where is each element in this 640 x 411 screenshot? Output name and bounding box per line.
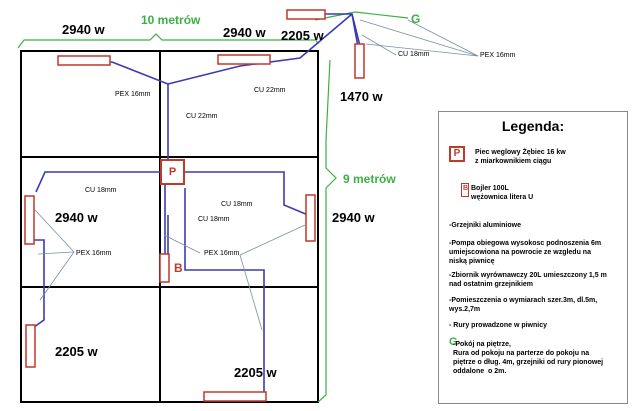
radiator-left-mid xyxy=(24,195,35,245)
pipe-label-cu18-left: CU 18mm xyxy=(85,187,117,194)
rad-label-right-mid: 2940 w xyxy=(332,210,375,225)
rad-label-bottom: 2205 w xyxy=(234,365,277,380)
pipe-label-pex-top: PEX 16mm xyxy=(480,52,516,59)
legend-grzejniki: -Grzejniki aluminiowe xyxy=(449,222,521,229)
legend-rury: - Rury prowadzone w piwnicy xyxy=(449,322,548,329)
legend-g-symbol: G xyxy=(449,336,458,348)
leader-pex-right-2 xyxy=(239,254,263,331)
upper-floor-g-label: G xyxy=(411,12,421,26)
radiator-right-mid xyxy=(305,194,316,242)
legend-b-symbol xyxy=(461,183,469,197)
legend-zbiornik: -Zbiornik wyrównawczy 20L umieszczony 1,… xyxy=(449,272,607,288)
walls xyxy=(20,50,319,403)
leader-pex-left-2 xyxy=(37,251,75,255)
height-dimension xyxy=(317,59,337,403)
leader-pex-left-3 xyxy=(39,251,75,301)
leaders xyxy=(34,19,479,361)
pipe-right-supply xyxy=(185,171,309,216)
pipe-right-return xyxy=(184,188,265,395)
leader-pex-right-3 xyxy=(163,234,201,254)
radiator-bottom xyxy=(203,391,267,402)
radiator-top-mid xyxy=(217,54,271,65)
rad-label-top-right: 2205 w xyxy=(281,28,324,43)
stove-p-symbol: P xyxy=(160,159,185,185)
pipe-top-left xyxy=(86,61,169,160)
pipe-label-pex-left: PEX 16mm xyxy=(76,250,112,257)
legend-b-text: Bojler 100L wężownica litera U xyxy=(471,185,534,201)
boiler-b-symbol xyxy=(159,253,170,283)
legend-p-text: Piec weglowy Żębiec 16 kw z miarkownikie… xyxy=(475,149,566,165)
outer-wall xyxy=(20,50,319,403)
rad-label-left-bottom: 2205 w xyxy=(55,344,98,359)
legend-g-text: -Pokój na piętrze, Rura od pokoju na par… xyxy=(453,341,604,375)
legend-p-symbol: P xyxy=(449,146,465,162)
pipe-label-cu22-2: CU 22mm xyxy=(186,113,218,120)
pipe-left-return xyxy=(29,239,45,331)
pipe-label-cu22-1: CU 22mm xyxy=(254,87,286,94)
rad-label-left-mid: 2940 w xyxy=(55,210,98,225)
radiator-left-bottom xyxy=(25,324,36,368)
leader-pex-left-1 xyxy=(34,209,75,253)
pipe-label-cu18-mid: CU 18mm xyxy=(221,201,253,208)
radiators xyxy=(24,9,365,402)
rad-label-top-left: 2940 w xyxy=(62,22,105,37)
leader-pex-top-3 xyxy=(407,19,479,57)
radiator-top-right xyxy=(286,9,326,20)
leader-pex-top-2 xyxy=(365,43,479,57)
upper-floor-mark xyxy=(314,11,409,21)
dimension-lines xyxy=(17,11,409,403)
radiator-1470 xyxy=(354,43,365,79)
radiator-top-left xyxy=(57,55,111,66)
pipe-left-supply xyxy=(35,171,160,193)
legend-b-letter: B xyxy=(463,185,469,192)
pipe-label-cu18-top: CU 18mm xyxy=(398,51,430,58)
legend-pompa: -Pompa obiegowa wysokosc podnoszenia 6m … xyxy=(449,240,602,265)
pipe-label-pex-right: PEX 16mm xyxy=(204,250,240,257)
leader-pex-top-1 xyxy=(359,19,479,57)
width-dimension-label: 10 metrów xyxy=(141,13,201,27)
legend-title: Legenda: xyxy=(501,118,565,134)
pipe-label-pex-1: PEX 16mm xyxy=(115,91,151,98)
rad-label-1470: 1470 w xyxy=(340,89,383,104)
legend-pomieszczenia: -Pomieszczenia o wymiarach szer.3m, dl.5… xyxy=(449,297,598,313)
height-dimension-label: 9 metrów xyxy=(343,172,396,186)
width-dimension xyxy=(17,33,319,49)
legend-box: Legenda: P Piec weglowy Żębiec 16 kw z m… xyxy=(438,111,628,404)
rad-label-top-mid: 2940 w xyxy=(223,25,266,40)
pipe-label-cu18-mid2: CU 18mm xyxy=(198,216,230,223)
leader-pex-right-1 xyxy=(239,224,306,256)
boiler-b-label: B xyxy=(174,261,183,275)
